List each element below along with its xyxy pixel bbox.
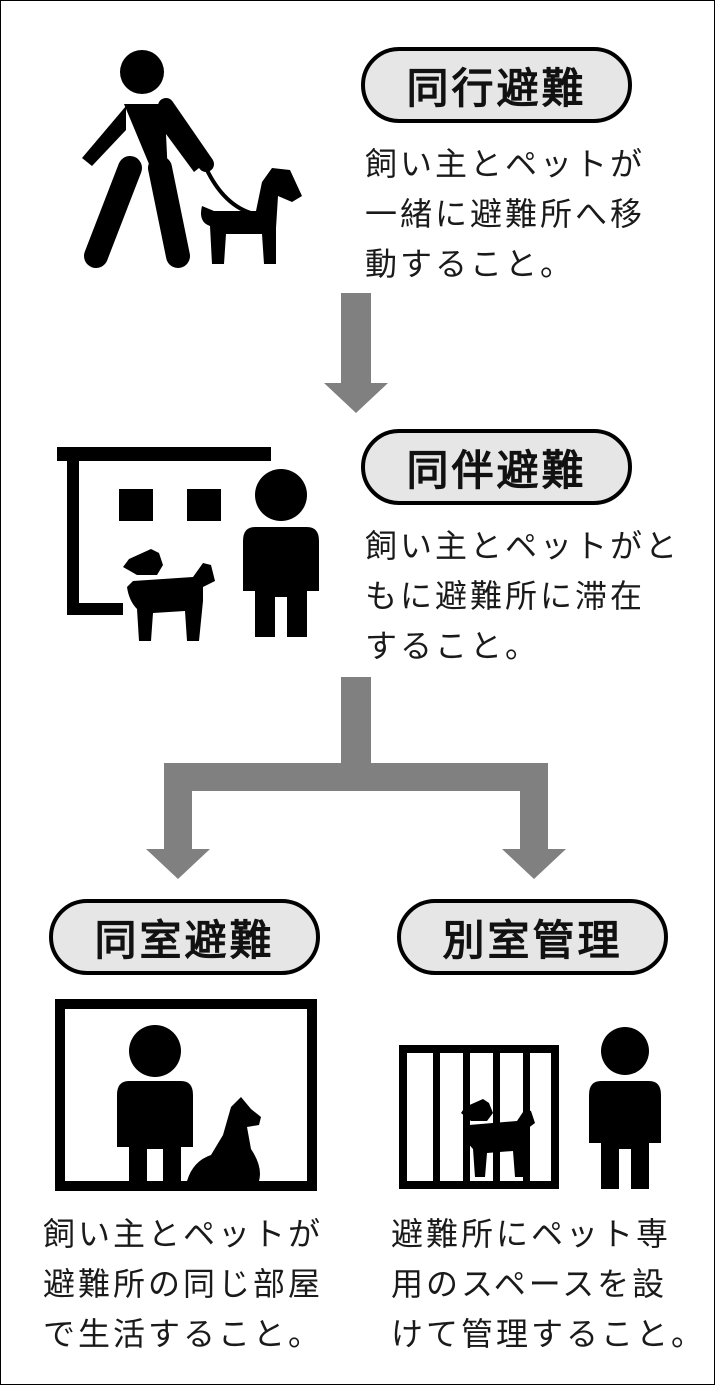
description-dohan: 飼い主とペットがと もに避難所に滞在 すること。 — [365, 521, 680, 671]
title-pill-dohan: 同伴避難 — [361, 429, 632, 505]
description-line: 用のスペースを設 — [391, 1265, 668, 1303]
description-line: すること。 — [365, 627, 541, 665]
description-line: 動すること。 — [365, 245, 576, 283]
description-line: で生活すること。 — [43, 1315, 324, 1353]
description-line: 避難所にペット専 — [391, 1215, 672, 1253]
description-bekkan: 避難所にペット専 用のスペースを設 けて管理すること。 — [391, 1209, 706, 1359]
title-pill-doko: 同行避難 — [361, 47, 632, 123]
room-person-dog-icon — [55, 999, 317, 1191]
caged-dog-person-icon — [399, 1027, 661, 1189]
title-pill-bekkan: 別室管理 — [397, 899, 668, 975]
description-line: けて管理すること。 — [391, 1315, 707, 1353]
person-walking-dog-icon — [82, 50, 302, 268]
description-doko: 飼い主とペットが 一緒に避難所へ移 動すること。 — [365, 139, 645, 289]
description-line: 避難所の同じ部屋 — [43, 1265, 324, 1303]
title-pill-doshitsu: 同室避難 — [49, 899, 320, 975]
description-line: 飼い主とペットが — [43, 1215, 324, 1253]
description-line: もに避難所に滞在 — [365, 577, 646, 615]
description-line: 飼い主とペットが — [365, 145, 646, 183]
shelter-person-dog-icon — [57, 447, 319, 641]
description-line: 一緒に避難所へ移 — [365, 195, 646, 233]
description-line: 飼い主とペットがと — [365, 527, 681, 565]
description-doshitsu: 飼い主とペットが 避難所の同じ部屋 で生活すること。 — [43, 1209, 323, 1359]
